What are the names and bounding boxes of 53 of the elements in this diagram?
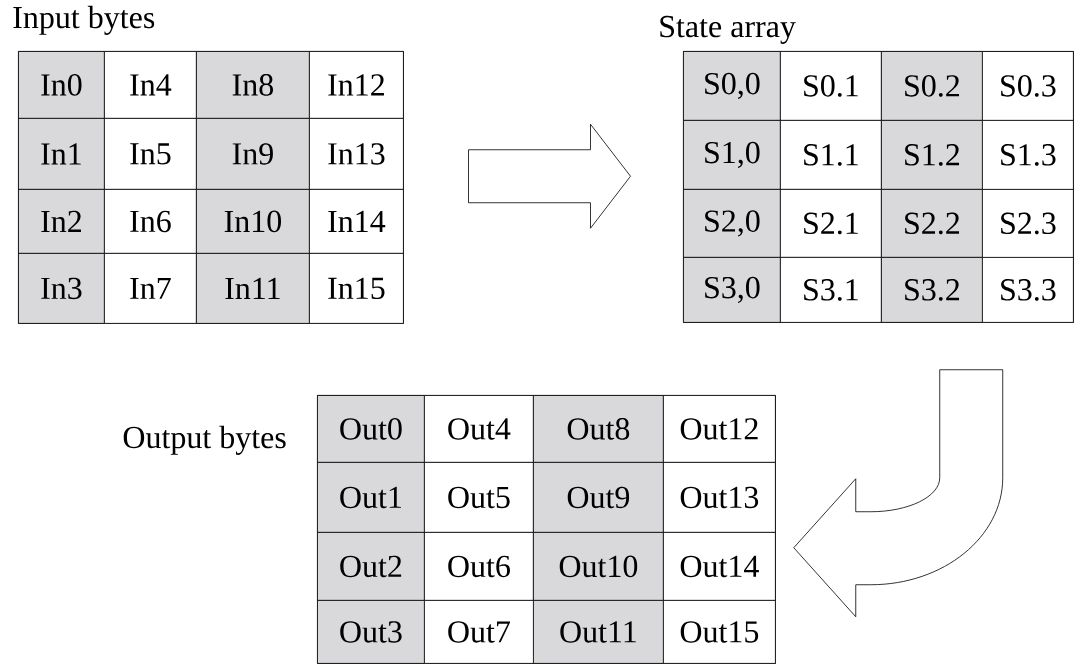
table-cell: S1,0 xyxy=(683,120,781,190)
table-cell: Out7 xyxy=(424,600,534,664)
table-cell: In2 xyxy=(18,189,105,254)
table-cell: S0,0 xyxy=(683,51,781,121)
table-cell: In1 xyxy=(18,118,105,190)
table-cell: S2.3 xyxy=(982,189,1074,258)
table-cell: In14 xyxy=(309,189,404,254)
table-cell: Out1 xyxy=(317,462,425,533)
table-cell: In6 xyxy=(104,189,197,254)
table-cell: Out5 xyxy=(424,462,534,533)
table-cell: Out2 xyxy=(317,532,425,601)
table-heading: Input bytes xyxy=(13,5,155,35)
table-cell: S3.1 xyxy=(780,257,882,323)
table-cell: Out9 xyxy=(533,462,664,533)
table-cell: In5 xyxy=(104,118,197,190)
table-cell: Out4 xyxy=(424,395,534,463)
block-arrow xyxy=(468,123,631,229)
table-cell: In4 xyxy=(104,51,197,119)
table-cell: S3.2 xyxy=(881,257,983,323)
table-heading: Output bytes xyxy=(123,425,286,455)
table-cell: S2.2 xyxy=(881,189,983,258)
table-cell: In9 xyxy=(196,118,310,190)
table-cell: In13 xyxy=(309,118,404,190)
table-cell: S3.3 xyxy=(982,257,1074,323)
table-cell: S2.1 xyxy=(780,189,882,258)
table-cell: Out8 xyxy=(533,395,664,463)
table-heading: State array xyxy=(660,15,796,44)
table-cell: Out10 xyxy=(533,532,664,601)
table-cell: In0 xyxy=(18,51,105,119)
table-cell: S1.2 xyxy=(881,120,983,190)
table-cell: In12 xyxy=(309,51,404,119)
table-cell: S0.1 xyxy=(780,51,882,121)
table-cell: In7 xyxy=(104,253,197,324)
table-cell: Out6 xyxy=(424,532,534,601)
table-cell: Out12 xyxy=(663,395,776,463)
table-cell: Out0 xyxy=(317,395,425,463)
table-cell: In11 xyxy=(196,253,310,324)
table-cell: S0.2 xyxy=(881,51,983,121)
table-cell: S2,0 xyxy=(683,189,781,258)
table-cell: Out13 xyxy=(663,462,776,533)
table-cell: In15 xyxy=(309,253,404,324)
table-cell: In8 xyxy=(196,51,310,119)
table-cell: S1.3 xyxy=(982,120,1074,190)
table-cell: Out15 xyxy=(663,600,776,664)
table-cell: Out3 xyxy=(317,600,425,664)
table-cell: S0.3 xyxy=(982,51,1074,121)
table-cell: In10 xyxy=(196,189,310,254)
table-cell: In3 xyxy=(18,253,105,324)
table-cell: S1.1 xyxy=(780,120,882,190)
table-cell: S3,0 xyxy=(683,257,781,323)
table-cell: Out11 xyxy=(533,600,664,664)
table-cell: Out14 xyxy=(663,532,776,601)
curved-block-arrow xyxy=(793,369,1004,618)
